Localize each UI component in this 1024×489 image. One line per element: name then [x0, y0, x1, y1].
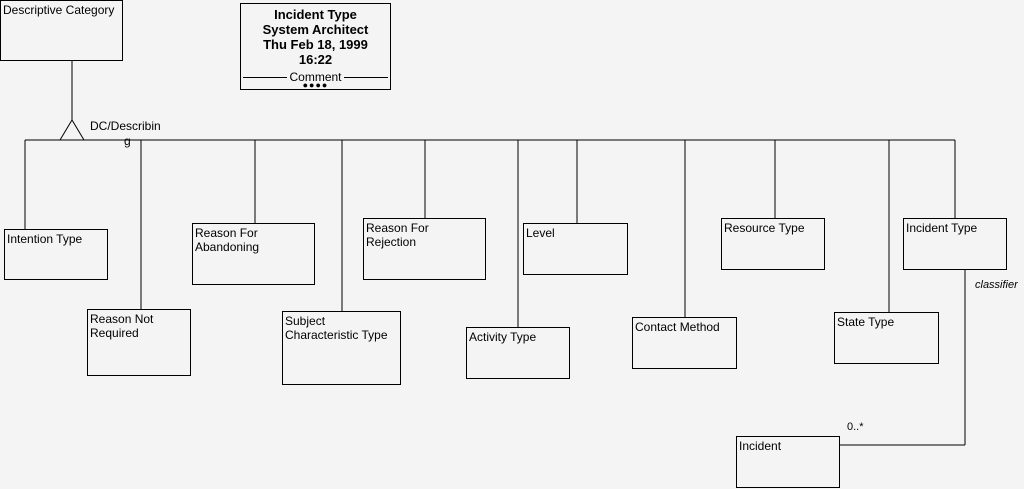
title-line-1: Incident Type	[274, 7, 357, 22]
entity-intention-type[interactable]: Intention Type	[4, 229, 108, 280]
title-block: Incident Type System Architect Thu Feb 1…	[240, 3, 391, 90]
classifier-label: classifier	[975, 279, 1018, 291]
entity-reason-for-abandoning[interactable]: Reason For Abandoning	[192, 223, 315, 285]
title-line-4: 16:22	[298, 52, 333, 67]
entity-activity-type[interactable]: Activity Type	[466, 327, 570, 379]
rel-label-line2: g	[124, 134, 131, 148]
title-line-3: Thu Feb 18, 1999	[263, 37, 368, 52]
entity-subject-characteristic-type[interactable]: Subject Characteristic Type	[282, 311, 401, 385]
entity-descriptive-category[interactable]: Descriptive Category	[0, 0, 123, 61]
comment-label: Comment	[287, 70, 344, 84]
rel-label-line1: DC/Describin	[90, 119, 161, 133]
entity-contact-method[interactable]: Contact Method	[632, 317, 737, 369]
entity-resource-type[interactable]: Resource Type	[721, 218, 825, 270]
entity-incident[interactable]: Incident	[736, 436, 840, 488]
entity-level[interactable]: Level	[523, 223, 628, 275]
comment-row: Comment	[241, 70, 390, 84]
entity-reason-for-rejection[interactable]: Reason For Rejection	[363, 218, 486, 280]
entity-state-type[interactable]: State Type	[834, 312, 939, 364]
crows-foot-icon	[59, 119, 85, 141]
entity-reason-not-required[interactable]: Reason Not Required	[87, 309, 191, 376]
multiplicity-label: 0..*	[847, 421, 864, 433]
title-line-2: System Architect	[262, 22, 369, 37]
comment-dots: ●●●●	[302, 80, 329, 90]
entity-incident-type[interactable]: Incident Type	[903, 218, 1007, 270]
